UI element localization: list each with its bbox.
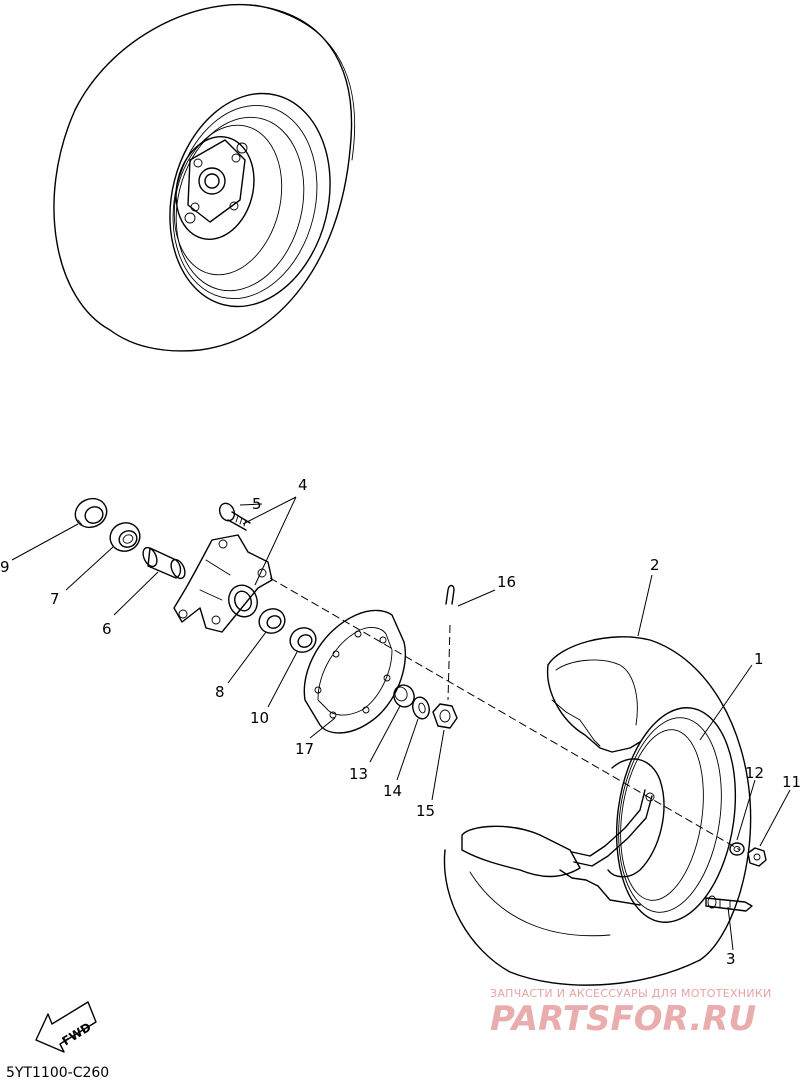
axle-centerline xyxy=(269,577,741,851)
washer-part-14 xyxy=(412,696,430,720)
callout-16: 16 xyxy=(497,573,516,591)
callout-numbers: 1 2 3 4 5 6 7 8 9 10 11 12 13 14 15 16 1… xyxy=(0,476,800,968)
callout-1: 1 xyxy=(754,650,764,668)
diagram-code: 5YT1100-C260 xyxy=(6,1065,109,1080)
callout-3: 3 xyxy=(726,950,736,968)
callout-10: 10 xyxy=(250,709,269,727)
leader-lines xyxy=(11,496,791,951)
callout-11: 11 xyxy=(782,773,800,791)
collar-part-13 xyxy=(393,684,415,708)
front-hub-part-4 xyxy=(173,534,273,633)
brake-disc-part-17 xyxy=(303,609,406,734)
exploded-wheel xyxy=(443,636,752,986)
callout-7: 7 xyxy=(50,590,60,608)
watermark-tagline: ЗАПЧАСТИ И АКСЕССУАРЫ ДЛЯ МОТОТЕХНИКИ xyxy=(490,987,772,1000)
callout-13: 13 xyxy=(349,765,368,783)
oil-seal-part-9 xyxy=(74,497,108,529)
nut-part-11 xyxy=(747,847,767,867)
callout-12: 12 xyxy=(745,764,764,782)
callout-14: 14 xyxy=(383,782,402,800)
callout-2: 2 xyxy=(650,556,660,574)
cotter-pin-part-16 xyxy=(445,584,455,701)
callout-6: 6 xyxy=(102,620,112,638)
callout-9: 9 xyxy=(0,558,10,576)
spacer-part-6 xyxy=(142,546,186,580)
oil-seal-part-10 xyxy=(289,627,317,653)
castle-nut-part-15 xyxy=(432,703,458,729)
callout-17: 17 xyxy=(295,740,314,758)
callout-15: 15 xyxy=(416,802,435,820)
callout-8: 8 xyxy=(215,683,225,701)
valve-part-3 xyxy=(705,895,753,912)
callout-4: 4 xyxy=(298,476,308,494)
watermark-logo: PARTSFOR.RU xyxy=(490,999,756,1039)
washer-part-12 xyxy=(729,842,745,856)
fwd-arrow-icon: FWD xyxy=(35,1001,97,1053)
bearing-part-7 xyxy=(109,522,141,552)
fwd-label: FWD xyxy=(60,1020,94,1049)
watermark: ЗАПЧАСТИ И АКСЕССУАРЫ ДЛЯ МОТОТЕХНИКИ PA… xyxy=(490,987,772,1039)
assembled-wheel xyxy=(53,3,356,352)
bearing-part-8 xyxy=(258,608,286,634)
callout-5: 5 xyxy=(252,495,262,513)
